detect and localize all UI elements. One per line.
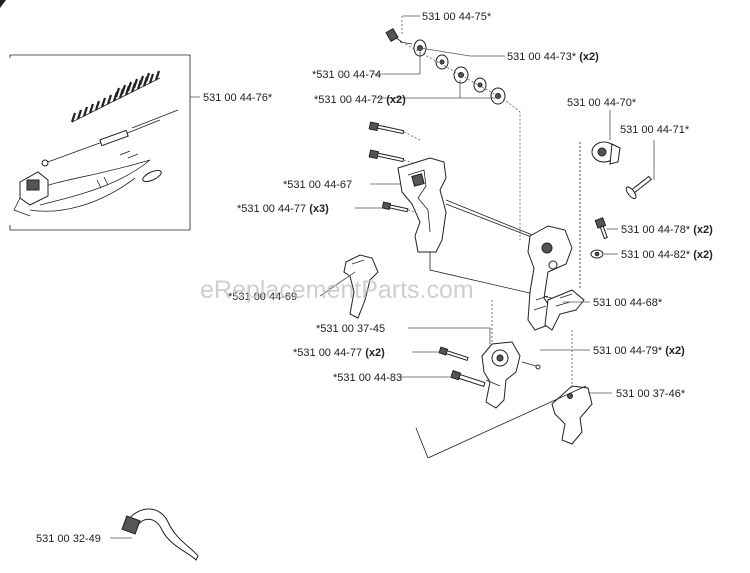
screw-and-washer bbox=[590, 217, 608, 259]
callout-53100-44-74: *531 00 44-74 bbox=[312, 69, 381, 81]
callout-53100-44-82: 531 00 44-82* (x2) bbox=[621, 249, 713, 261]
cable-tie bbox=[121, 508, 199, 561]
callout-53100-44-75: 531 00 44-75* bbox=[422, 11, 492, 23]
callout-53100-37-46: 531 00 37-46* bbox=[616, 388, 686, 400]
leader-lines bbox=[110, 15, 655, 539]
callout-53100-44-77-b: *531 00 44-77 (x2) bbox=[293, 347, 385, 359]
reference-line bbox=[427, 385, 587, 459]
callout-53100-44-76: 531 00 44-76* bbox=[203, 92, 273, 104]
spring-short bbox=[114, 72, 151, 98]
cable-upper bbox=[39, 159, 151, 189]
callout-53100-32-49: 531 00 32-49 bbox=[36, 533, 101, 545]
callout-labels: 531 00 44-75* 531 00 44-73* (x2) *531 00… bbox=[36, 11, 713, 545]
cap-and-bolt bbox=[579, 141, 652, 290]
corner-marker bbox=[0, 0, 6, 8]
throttle-trigger bbox=[343, 254, 379, 319]
callout-53100-44-79: 531 00 44-79* (x2) bbox=[593, 345, 685, 357]
cable-rod bbox=[44, 119, 161, 164]
callout-53100-44-72: *531 00 44-72 (x2) bbox=[314, 94, 406, 106]
lower-housing-right bbox=[551, 385, 593, 445]
callout-53100-44-70: 531 00 44-70* bbox=[567, 97, 637, 109]
callout-53100-44-83: *531 00 44-83 bbox=[333, 372, 402, 384]
throttle-cable-kit bbox=[9, 54, 191, 231]
screws-upper bbox=[368, 121, 421, 213]
callout-53100-44-68: 531 00 44-68* bbox=[593, 297, 663, 309]
callout-53100-37-45: *531 00 37-45 bbox=[316, 323, 385, 335]
callout-53100-44-78: 531 00 44-78* (x2) bbox=[621, 224, 713, 236]
callout-53100-44-77-a: *531 00 44-77 (x3) bbox=[237, 203, 329, 215]
watermark: eReplacementParts.com bbox=[200, 276, 474, 304]
kit-bracket bbox=[9, 54, 191, 231]
throttle-lockout bbox=[544, 289, 585, 331]
lower-housing bbox=[481, 341, 521, 409]
callout-53100-44-69: *531 00 44-69 bbox=[228, 291, 297, 303]
callout-53100-44-73: 531 00 44-73* (x2) bbox=[507, 51, 599, 63]
washer-stack bbox=[385, 27, 521, 240]
handle-half-left bbox=[397, 157, 561, 301]
callout-53100-44-67: *531 00 44-67 bbox=[283, 179, 352, 191]
cable-rod-2 bbox=[131, 109, 179, 129]
callout-53100-44-71: 531 00 44-71* bbox=[620, 124, 690, 136]
screws-lower bbox=[438, 346, 541, 388]
